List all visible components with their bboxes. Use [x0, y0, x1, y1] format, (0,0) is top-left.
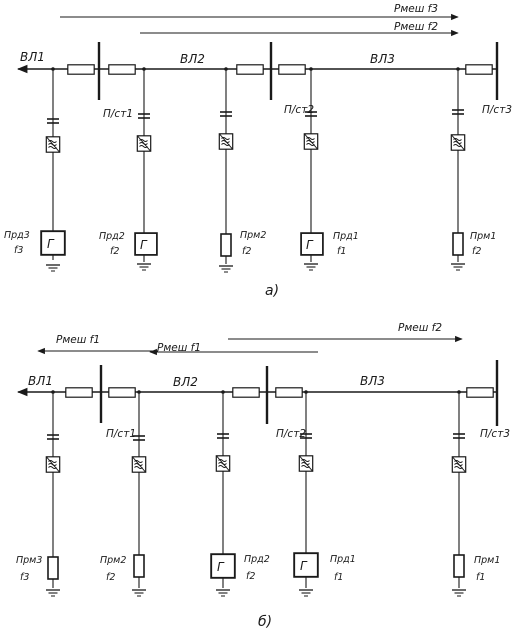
device-freq: f1: [334, 572, 343, 583]
device-freq: f2: [106, 572, 115, 583]
diagram-b: Рмеш f1 Рмеш f1 Рмеш f2 ВЛ1 ВЛ2 ВЛ3 П/ст…: [16, 322, 510, 630]
ground-icon: [45, 264, 61, 272]
substation-label-ps1-a: П/ст1: [103, 108, 133, 120]
device-name: Прм2: [240, 230, 266, 241]
ground-icon: [215, 589, 231, 597]
interference-label-f1-mid: Рмеш f1: [157, 342, 201, 354]
branch-prm3-b: Прм3 f3: [16, 390, 61, 597]
line-label-vl2-b: ВЛ2: [173, 375, 198, 389]
filter-icon: [45, 136, 61, 153]
ground-icon: [450, 263, 466, 271]
device-freq: f2: [472, 246, 481, 257]
filter-icon: [303, 133, 319, 150]
device-name: Прд3: [4, 230, 30, 241]
receiver-icon: [133, 554, 145, 578]
branch-prm1-a: Прм1 f2: [450, 67, 496, 271]
ground-icon: [218, 265, 234, 273]
ground-icon: [136, 263, 152, 271]
ground-icon: [45, 589, 61, 597]
interference-label-f3: Рмеш f3: [394, 3, 438, 15]
device-name: Прм2: [100, 555, 126, 566]
generator-glyph: Г: [140, 238, 148, 252]
substation-label-ps2-a: П/ст2: [284, 104, 314, 116]
branch-prm2-b: Прм2 f2: [100, 390, 147, 597]
filter-icon: [45, 456, 61, 473]
line-trap-icon: [65, 387, 93, 398]
ground-icon: [303, 263, 319, 271]
branch-prd3-a: Г Прд3 f3: [4, 67, 66, 272]
filter-icon: [131, 456, 147, 473]
filter-icon: [136, 135, 152, 152]
device-freq: f3: [14, 245, 23, 256]
filter-icon: [218, 133, 234, 150]
ground-icon: [451, 589, 467, 597]
generator-glyph: Г: [300, 559, 308, 573]
branch-prm1-b: Прм1 f1: [451, 390, 500, 597]
device-name: Прм1: [474, 555, 500, 566]
receiver-icon: [453, 554, 465, 578]
branch-prd2-b: Г Прд2 f2: [210, 390, 270, 597]
filter-icon: [450, 134, 466, 151]
branch-prd1-a: Г Прд1 f1: [300, 67, 359, 271]
line-label-vl3-a: ВЛ3: [370, 52, 395, 66]
substation-label-ps2-b: П/ст2: [276, 428, 306, 440]
caption-a: а): [265, 283, 279, 299]
substation-label-ps3-a: П/ст3: [482, 104, 512, 116]
branch-prd1-b: Г Прд1 f1: [293, 390, 356, 597]
device-freq: f1: [337, 246, 346, 257]
device-name: Прд2: [244, 554, 270, 565]
filter-icon: [215, 455, 231, 472]
filter-icon: [451, 456, 467, 473]
substation-label-ps1-b: П/ст1: [106, 428, 136, 440]
interference-arrows-a: Рмеш f3 Рмеш f2: [60, 3, 459, 37]
filter-icon: [298, 455, 314, 472]
branch-prd2-a: Г Прд2 f2: [99, 67, 158, 271]
line-trap-icon: [108, 387, 136, 398]
branch-prm2-a: Прм2 f2: [218, 67, 266, 273]
ground-icon: [298, 589, 314, 597]
ground-icon: [131, 589, 147, 597]
device-freq: f2: [246, 571, 255, 582]
device-name: Прм1: [470, 231, 496, 242]
receiver-icon: [220, 233, 232, 257]
line-trap-icon: [236, 64, 264, 75]
receiver-icon: [452, 232, 464, 256]
device-name: Прд1: [333, 231, 359, 242]
line-trap-icon: [465, 64, 493, 75]
device-freq: f2: [242, 246, 251, 257]
caption-b: б): [258, 614, 272, 630]
line-trap-icon: [67, 64, 95, 75]
line-trap-icon: [275, 387, 303, 398]
line-label-vl1-a: ВЛ1: [20, 50, 45, 64]
line-label-vl3-b: ВЛ3: [360, 374, 385, 388]
interference-label-f1-left: Рмеш f1: [56, 334, 100, 346]
line-trap-icon: [466, 387, 494, 398]
line-trap-icon: [278, 64, 306, 75]
generator-glyph: Г: [306, 238, 314, 252]
generator-glyph: Г: [47, 237, 55, 251]
device-name: Прд2: [99, 231, 125, 242]
generator-glyph: Г: [217, 560, 225, 574]
interference-arrows-b: Рмеш f1 Рмеш f1 Рмеш f2: [37, 322, 463, 356]
substation-label-ps3-b: П/ст3: [480, 428, 510, 440]
device-name: Прд1: [330, 554, 356, 565]
diagram-a: Рмеш f3 Рмеш f2 ВЛ1 ВЛ2 ВЛ3 П/ст1 П/ст2 …: [4, 3, 512, 299]
line-label-vl2-a: ВЛ2: [180, 52, 205, 66]
line-trap-icon: [232, 387, 260, 398]
device-freq: f1: [476, 572, 485, 583]
receiver-icon: [47, 556, 59, 580]
device-freq: f3: [20, 572, 29, 583]
interference-label-f2: Рмеш f2: [398, 322, 442, 334]
line-label-vl1-b: ВЛ1: [28, 374, 53, 388]
device-name: Прм3: [16, 555, 42, 566]
line-trap-icon: [108, 64, 136, 75]
interference-label-f2: Рмеш f2: [394, 21, 438, 33]
device-freq: f2: [110, 246, 119, 257]
